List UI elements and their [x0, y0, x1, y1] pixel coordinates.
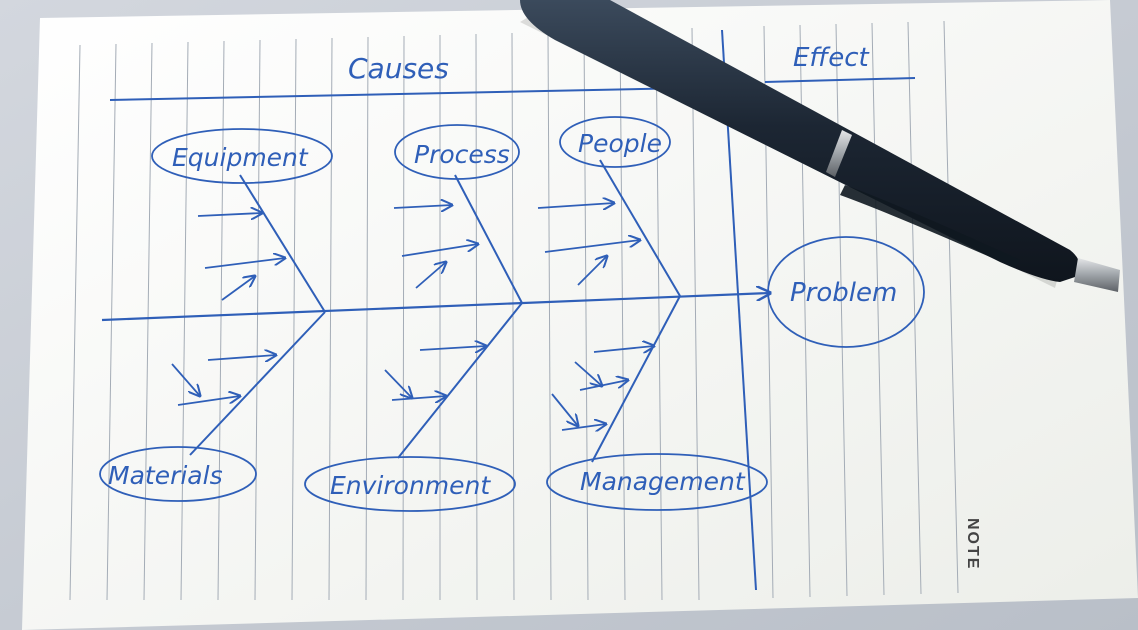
category-ovals: [99, 116, 925, 512]
oval-materials: [99, 446, 257, 502]
pen-clip: [840, 185, 1020, 268]
category-materials: Materials: [108, 461, 223, 490]
bottom-bones: [189, 295, 681, 463]
causes-header: Causes: [348, 52, 449, 85]
bone-people: [599, 159, 681, 297]
bone-process: [454, 174, 523, 304]
category-process: Process: [414, 140, 510, 169]
bone-equipment: [239, 174, 326, 313]
sub-cause-arrows-top: [197, 203, 640, 301]
note-imprint: NOTE: [964, 518, 981, 570]
effect-underline: [764, 77, 916, 83]
pen-ring: [826, 130, 852, 177]
oval-people: [559, 116, 671, 168]
category-equipment: Equipment: [172, 143, 309, 172]
oval-environment: [304, 456, 516, 512]
pen-tip: [1074, 258, 1120, 292]
fishbone-spine-arrow: [101, 293, 770, 322]
bone-materials: [189, 311, 326, 456]
pen-barrel: [520, 0, 1081, 282]
causes-underline: [109, 87, 691, 101]
effect-header: Effect: [793, 43, 869, 73]
oval-problem: [767, 236, 925, 348]
oval-management: [546, 453, 768, 511]
sub-cause-arrows-bottom: [171, 346, 654, 430]
bone-environment: [397, 302, 523, 459]
top-bones: [239, 159, 681, 313]
oval-process: [394, 124, 520, 180]
category-people: People: [578, 129, 662, 158]
ballpoint-pen: [520, 0, 1120, 292]
oval-equipment: [151, 128, 333, 184]
effect-problem-label: Problem: [790, 278, 897, 308]
bone-management: [591, 295, 681, 463]
category-management: Management: [580, 467, 746, 496]
category-environment: Environment: [330, 471, 491, 500]
